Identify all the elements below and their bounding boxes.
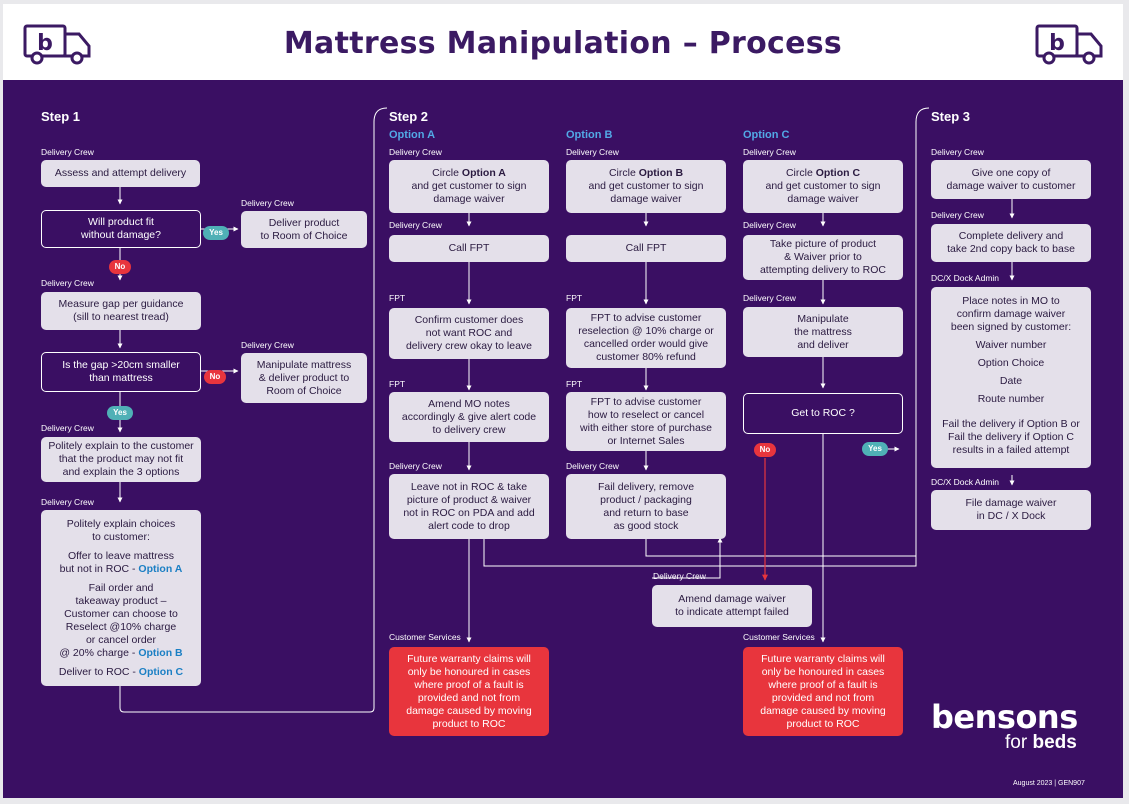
step-3-heading: Step 3 bbox=[931, 109, 971, 124]
role-label: FPT bbox=[566, 293, 583, 303]
role-label: Delivery Crew bbox=[41, 423, 94, 433]
yes-pill: Yes bbox=[862, 442, 888, 456]
yes-pill: Yes bbox=[107, 406, 133, 420]
truck-logo-icon: b bbox=[1035, 24, 1103, 65]
brand-tagline: for beds bbox=[1005, 732, 1077, 753]
option-b-heading: Option B bbox=[566, 129, 613, 141]
measure-gap-box: Measure gap per guidance(sill to nearest… bbox=[41, 292, 201, 330]
process-page: b Mattress Manipulation – Process b bbox=[3, 4, 1123, 798]
role-label: Delivery Crew bbox=[41, 278, 94, 288]
role-label: DC/X Dock Admin bbox=[931, 477, 1000, 487]
role-label: Delivery Crew bbox=[566, 147, 619, 157]
role-label: Delivery Crew bbox=[241, 198, 294, 208]
no-pill: No bbox=[754, 443, 776, 457]
role-label: Delivery Crew bbox=[241, 340, 294, 350]
role-label: Customer Services bbox=[389, 632, 461, 642]
role-label: DC/X Dock Admin bbox=[931, 273, 1000, 283]
role-label: Delivery Crew bbox=[931, 147, 984, 157]
role-label: Delivery Crew bbox=[389, 220, 442, 230]
option-a-call-fpt-box: Call FPT bbox=[389, 235, 549, 262]
option-c-heading: Option C bbox=[743, 129, 790, 141]
step-2-heading: Step 2 bbox=[389, 109, 429, 124]
yes-pill: Yes bbox=[203, 226, 229, 240]
take-picture-box: Take picture of product& Waiver prior to… bbox=[743, 235, 903, 280]
page-title: Mattress Manipulation – Process bbox=[283, 26, 843, 61]
truck-logo-letter: b bbox=[37, 31, 53, 56]
role-label: Delivery Crew bbox=[389, 147, 442, 157]
role-label: Delivery Crew bbox=[743, 147, 796, 157]
flowchart-panel: Step 1 Step 2 Step 3 Option A Option B O… bbox=[3, 80, 1123, 798]
role-label: Delivery Crew bbox=[653, 571, 706, 581]
no-pill: No bbox=[109, 260, 131, 274]
truck-logo-icon: b bbox=[23, 24, 91, 65]
brand-name: bensons bbox=[931, 698, 1078, 736]
header: b Mattress Manipulation – Process b bbox=[3, 4, 1123, 80]
role-label: Delivery Crew bbox=[743, 220, 796, 230]
role-label: Delivery Crew bbox=[743, 293, 796, 303]
role-label: Customer Services bbox=[743, 632, 815, 642]
option-a-heading: Option A bbox=[389, 129, 436, 141]
role-label: FPT bbox=[566, 379, 583, 389]
role-label: FPT bbox=[389, 379, 406, 389]
assess-delivery-box: Assess and attempt delivery bbox=[41, 160, 200, 187]
option-b-call-fpt-box: Call FPT bbox=[566, 235, 726, 262]
get-to-roc-decision: Get to ROC ? bbox=[743, 393, 903, 434]
role-label: Delivery Crew bbox=[41, 147, 94, 157]
role-label: Delivery Crew bbox=[566, 461, 619, 471]
role-label: FPT bbox=[389, 293, 406, 303]
truck-logo-letter: b bbox=[1049, 31, 1065, 56]
bensons-logo: bensons for beds bbox=[931, 698, 1078, 753]
role-label: Delivery Crew bbox=[41, 497, 94, 507]
no-pill: No bbox=[204, 370, 226, 384]
footer-date-code: August 2023 | GEN907 bbox=[1013, 780, 1085, 787]
step-1-heading: Step 1 bbox=[41, 109, 81, 124]
role-label: Delivery Crew bbox=[389, 461, 442, 471]
role-label: Delivery Crew bbox=[931, 210, 984, 220]
